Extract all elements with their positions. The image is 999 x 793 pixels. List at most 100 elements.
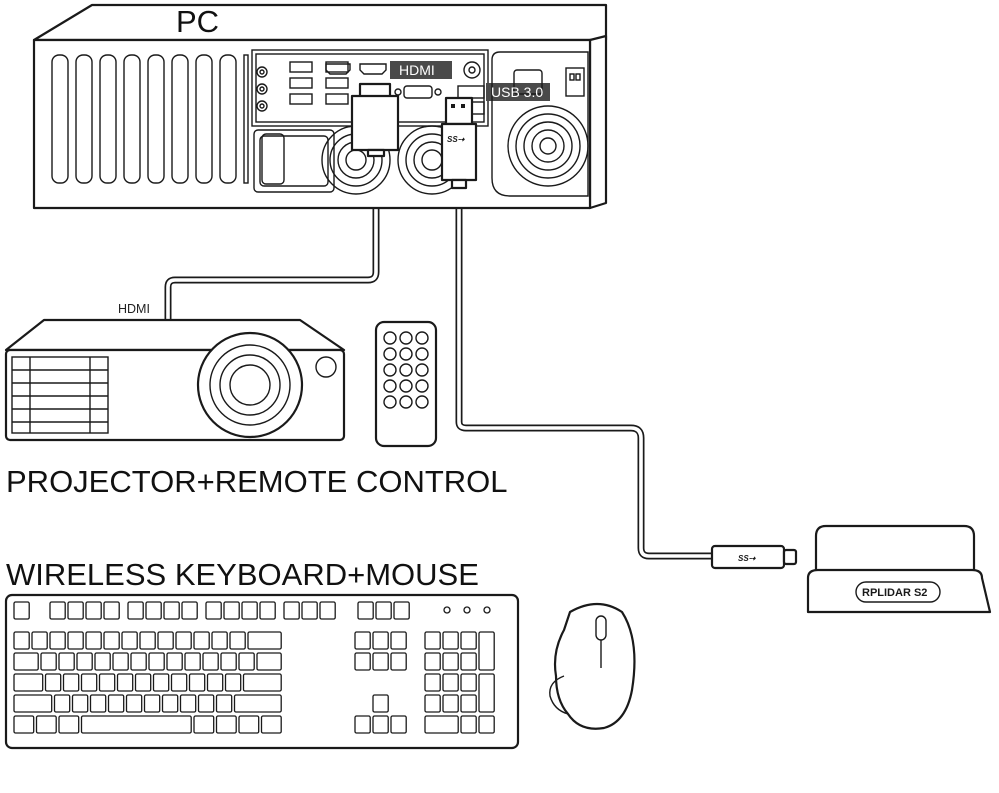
- keyboard-key: [89, 694, 107, 713]
- keyboard-icon: [4, 593, 520, 750]
- keyboard-key: [223, 601, 240, 620]
- keyboard-key: [242, 673, 282, 692]
- keyboard-key: [424, 652, 441, 671]
- keyboard-section-title: WIRELESS KEYBOARD+MOUSE: [6, 557, 479, 592]
- keyboard-key: [238, 715, 260, 734]
- keyboard-key: [259, 601, 276, 620]
- keyboard-key: [206, 673, 224, 692]
- keyboard-key: [166, 652, 183, 671]
- hdmi-plug-icon: [350, 82, 400, 158]
- keyboard-key: [238, 652, 255, 671]
- keyboard-key: [85, 631, 102, 650]
- keyboard-key: [94, 652, 111, 671]
- keyboard-key: [58, 715, 80, 734]
- keyboard-key: [103, 631, 120, 650]
- keyboard-key: [357, 601, 374, 620]
- keyboard-key: [460, 631, 477, 650]
- usb-plug-logo: SS⇢: [447, 135, 466, 144]
- keyboard-key: [205, 601, 222, 620]
- keyboard-key: [53, 694, 71, 713]
- keyboard-key: [229, 631, 246, 650]
- hdmi-port-label-bg: [390, 61, 452, 79]
- keyboard-key: [424, 631, 441, 650]
- keyboard-key: [161, 694, 179, 713]
- pc-tower-icon: [32, 3, 608, 210]
- keyboard-key: [13, 673, 44, 692]
- keyboard-key: [424, 673, 441, 692]
- keyboard-key: [442, 673, 459, 692]
- lidar-model-label: RPLIDAR S2: [862, 587, 927, 599]
- keyboard-key: [460, 652, 477, 671]
- usb-port-label: USB 3.0: [491, 84, 543, 100]
- pc-title: PC: [176, 4, 219, 39]
- keyboard-key: [62, 673, 80, 692]
- keyboard-key: [143, 694, 161, 713]
- keyboard-key: [98, 673, 116, 692]
- keyboard-key: [390, 652, 407, 671]
- keyboard-key: [424, 694, 441, 713]
- keyboard-key: [127, 601, 144, 620]
- keyboard-key: [49, 631, 66, 650]
- keyboard-key: [44, 673, 62, 692]
- usb-cable: [455, 181, 716, 560]
- keyboard-key: [393, 601, 410, 620]
- keyboard-key: [202, 652, 219, 671]
- keyboard-key: [152, 673, 170, 692]
- keyboard-key: [390, 715, 407, 734]
- keyboard-key: [125, 694, 143, 713]
- keyboard-key: [80, 715, 192, 734]
- keyboard-key: [103, 601, 120, 620]
- keyboard-key: [157, 631, 174, 650]
- keyboard-key: [211, 631, 228, 650]
- pci-slots: [51, 54, 249, 184]
- keyboard-key: [40, 652, 57, 671]
- keyboard-key: [460, 673, 477, 692]
- keyboard-key: [372, 652, 389, 671]
- keyboard-key: [35, 715, 57, 734]
- keyboard-key: [193, 631, 210, 650]
- projector-section-title: PROJECTOR+REMOTE CONTROL: [6, 464, 508, 499]
- keyboard-key: [372, 715, 389, 734]
- keyboard-key: [13, 601, 30, 620]
- usb-plug-icon: SS⇢: [440, 96, 478, 190]
- keyboard-key: [460, 715, 477, 734]
- keyboard-key: [478, 715, 495, 734]
- keyboard-key: [301, 601, 318, 620]
- keyboard-key: [224, 673, 242, 692]
- keyboard-key: [354, 652, 371, 671]
- hdmi-port-label: HDMI: [399, 62, 435, 78]
- keyboard-key: [188, 673, 206, 692]
- keyboard-key: [354, 715, 371, 734]
- keyboard-key: [247, 631, 282, 650]
- usb-c-connector-icon: SS⇢: [710, 544, 798, 570]
- keyboard-key: [139, 631, 156, 650]
- keyboard-key: [283, 601, 300, 620]
- keyboard-key: [442, 652, 459, 671]
- keyboard-key: [76, 652, 93, 671]
- keyboard-key: [13, 694, 53, 713]
- keyboard-key: [121, 631, 138, 650]
- keyboard-key: [13, 715, 35, 734]
- mouse-icon: [549, 602, 636, 730]
- keyboard-key: [460, 694, 477, 713]
- keyboard-key: [49, 601, 66, 620]
- keyboard-key: [71, 694, 89, 713]
- keyboard-key: [372, 694, 389, 713]
- keyboard-key: [390, 631, 407, 650]
- keyboard-key: [233, 694, 282, 713]
- keyboard-key: [478, 673, 495, 713]
- keyboard-key: [215, 715, 237, 734]
- keyboard-key: [354, 631, 371, 650]
- hdmi-cable: [164, 146, 380, 324]
- keyboard-key: [80, 673, 98, 692]
- keyboard-key: [220, 652, 237, 671]
- keyboard-key: [375, 601, 392, 620]
- keyboard-led: [443, 606, 451, 614]
- keyboard-key: [85, 601, 102, 620]
- keyboard-key: [179, 694, 197, 713]
- keyboard-key: [170, 673, 188, 692]
- keyboard-key: [112, 652, 129, 671]
- keyboard-key: [197, 694, 215, 713]
- keyboard-key: [148, 652, 165, 671]
